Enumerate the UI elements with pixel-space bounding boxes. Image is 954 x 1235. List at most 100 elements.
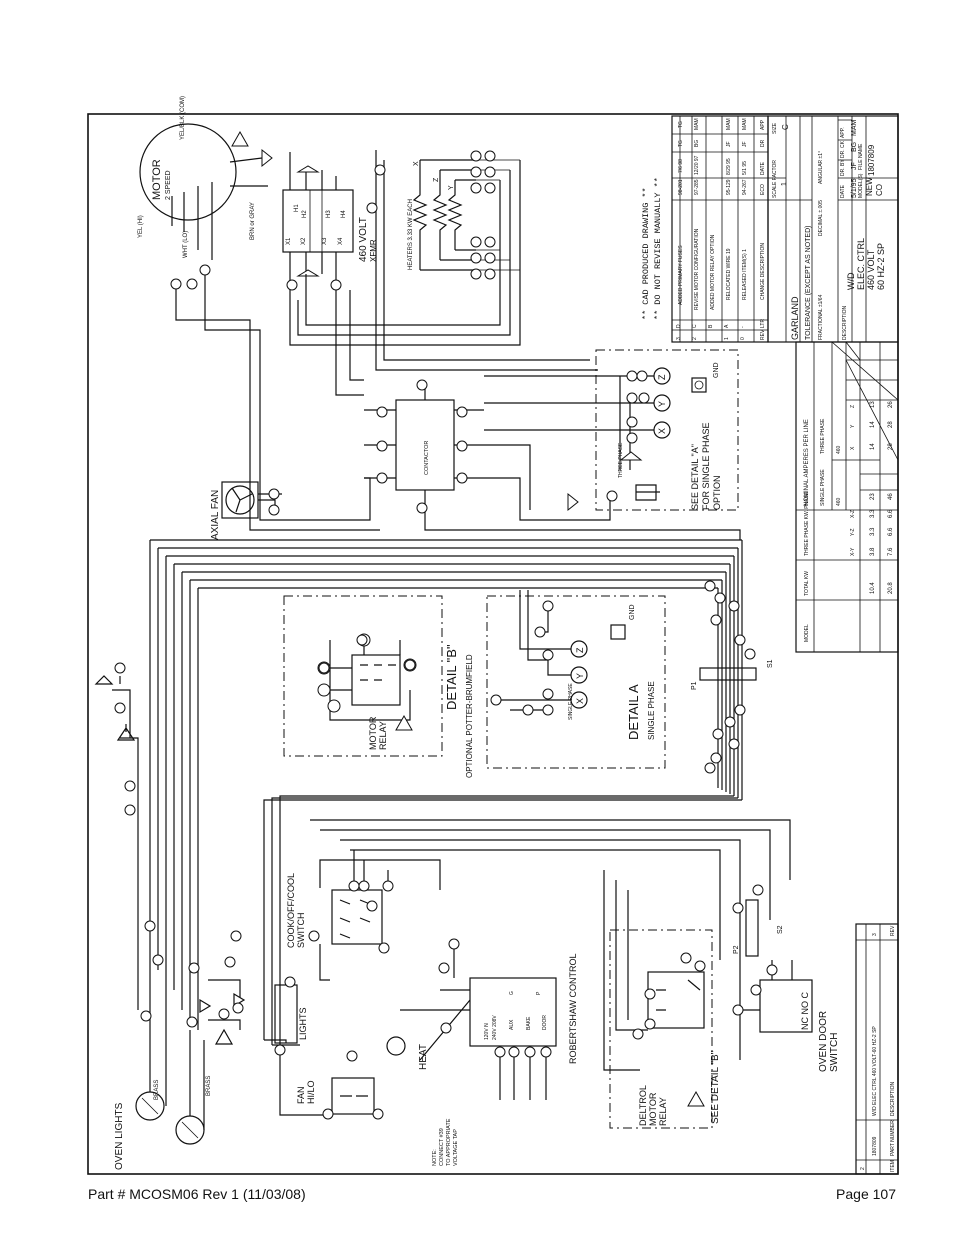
svg-text:DECIMAL ±.005: DECIMAL ±.005 [818, 200, 824, 236]
svg-text:26: 26 [888, 401, 894, 408]
title-desc-3: 460 VOLT [866, 249, 876, 290]
motor-wire-yel-hi: YEL (HI) [138, 215, 144, 238]
svg-text:2: 2 [692, 337, 698, 340]
svg-text:D: D [676, 324, 682, 328]
svg-text:Y: Y [448, 185, 455, 190]
svg-text:DR: DR [760, 139, 766, 147]
svg-text:X: X [657, 428, 667, 434]
detail-a-option-1: SEE DETAIL "A" [690, 444, 700, 510]
svg-text:13: 13 [870, 401, 876, 408]
svg-text:JF: JF [742, 141, 748, 147]
cook-switch-label-2: SWITCH [296, 913, 306, 949]
svg-text:5/1/95: 5/1/95 [851, 178, 858, 198]
oven-lights-label: OVEN LIGHTS [114, 1102, 125, 1170]
detail-b: MOTOR RELAY DETAIL "B" OPTIONAL POTTER-B… [283, 595, 474, 778]
svg-text:ANGULAR ±1°: ANGULAR ±1° [818, 151, 824, 184]
svg-text:DOOR: DOOR [542, 1015, 548, 1030]
amps-table: MODEL TOTAL KW THREE PHASE KW. PHASE NOM… [795, 341, 899, 653]
amps-table-title: NOMINAL AMPERES PER LINE [804, 419, 810, 506]
svg-text:ADDED PRIMARY FUSES: ADDED PRIMARY FUSES [678, 245, 684, 305]
svg-text:X1: X1 [286, 237, 292, 245]
svg-text:6.6: 6.6 [888, 509, 894, 518]
svg-text:DR. CK: DR. CK [840, 140, 846, 158]
svg-text:460: 460 [836, 497, 842, 506]
svg-text:46: 46 [888, 493, 894, 500]
deltrol-label-1: DELTROL [638, 1085, 648, 1126]
svg-text:W/D ELEC CTRL 460 VOLT-60 HZ-2: W/D ELEC CTRL 460 VOLT-60 HZ-2 SP [872, 1026, 878, 1116]
axial-fan-label: AXIAL FAN [210, 490, 221, 540]
deltrol-label-2: MOTOR [648, 1092, 658, 1126]
svg-text:Y: Y [657, 401, 667, 407]
svg-text:DATE: DATE [840, 184, 846, 198]
door-switch-label-2: SWITCH [829, 1033, 840, 1072]
svg-text:10.4: 10.4 [870, 582, 876, 594]
svg-text:3.3: 3.3 [870, 527, 876, 536]
svg-text:SIZE: SIZE [772, 122, 778, 134]
svg-text:Z: Z [657, 374, 667, 380]
svg-text:14: 14 [870, 421, 876, 428]
svg-text:FILE NAME: FILE NAME [858, 143, 864, 170]
svg-text:FRACTIONAL ±1/64: FRACTIONAL ±1/64 [818, 294, 824, 340]
title-block: GARLAND TOLERANCE (EXCEPT AS NOTED) FRAC… [767, 115, 899, 343]
svg-text:TG: TG [678, 140, 684, 147]
robertshaw-label: ROBERTSHAW CONTROL [568, 953, 578, 1064]
svg-text:CONNECT #39: CONNECT #39 [439, 1128, 445, 1166]
svg-text:Z: Z [575, 647, 585, 653]
svg-text:P: P [536, 991, 542, 995]
lights-label: LIGHTS [298, 1007, 308, 1040]
phase-terminal-block: Z Y X GND THREE PHASE SEE DETAIL "A" FOR… [484, 349, 739, 512]
heat-lamp: HEAT [386, 1036, 429, 1070]
svg-text:1807809: 1807809 [872, 1136, 878, 1156]
svg-text:28: 28 [888, 443, 894, 450]
svg-text:X3: X3 [322, 237, 328, 245]
detail-b-title: DETAIL "B" [444, 644, 459, 710]
svg-text:28: 28 [888, 421, 894, 428]
svg-text:DESCRIPTION: DESCRIPTION [890, 1081, 896, 1116]
revision-table: 3 D ADDED PRIMARY FUSES 98-201 7/6 98 TG… [671, 115, 769, 343]
svg-text:C: C [692, 324, 698, 328]
svg-text:0: 0 [740, 337, 746, 340]
motor-wire-yel-blk: YEL/BLK (COM) [180, 96, 186, 140]
oven-door-switch: NC NO C OVEN DOOR SWITCH [740, 960, 840, 1072]
detail-b-relay-1: MOTOR [368, 716, 378, 750]
svg-text:6.6: 6.6 [888, 527, 894, 536]
svg-text:12/20 97: 12/20 97 [694, 155, 700, 175]
svg-text:X4: X4 [338, 237, 344, 245]
svg-text:8/29 95: 8/29 95 [726, 158, 732, 175]
svg-text:SCALE FACTOR: SCALE FACTOR [772, 160, 778, 198]
svg-text:MAM: MAM [851, 120, 858, 137]
robertshaw-control: 120V N 240V 208V AUX BAKE DOOR G P ROBER… [469, 953, 578, 1100]
svg-text:X: X [850, 446, 856, 450]
svg-text:3: 3 [872, 933, 878, 936]
svg-text:APP: APP [760, 119, 766, 130]
svg-text:BG: BG [851, 142, 858, 152]
svg-text:G: G [509, 991, 515, 995]
svg-text:94-267: 94-267 [742, 179, 748, 195]
svg-text:TO APPROPRIATE: TO APPROPRIATE [446, 1118, 452, 1166]
svg-text:SINGLE PHASE: SINGLE PHASE [568, 683, 574, 720]
cook-switch-label-1: COOK/OFF/COOL [286, 873, 296, 948]
svg-text:** CAD PRODUCED DRAWING **: ** CAD PRODUCED DRAWING ** [641, 187, 651, 320]
detail-a: Z Y X GND SINGLE PHASE DETAIL A SINGLE P… [486, 590, 666, 769]
wire-markers [114, 150, 778, 1120]
svg-text:CO: CO [875, 184, 884, 196]
detail-a-subtitle: SINGLE PHASE [647, 681, 656, 740]
svg-text:BG: BG [694, 140, 700, 147]
svg-text:X-Y: X-Y [850, 547, 856, 556]
deltrol-label-3: RELAY [658, 1097, 668, 1126]
svg-text:MAM: MAM [726, 118, 732, 130]
svg-text:X-Z: X-Z [850, 510, 856, 518]
contactor-label: CONTACTOR [424, 441, 430, 475]
svg-text:Z: Z [850, 405, 856, 408]
xfmr-title: 460 VOLT [358, 217, 369, 262]
svg-text:95-129: 95-129 [726, 179, 732, 195]
svg-text:-: - [740, 326, 746, 328]
svg-text:240V 208V: 240V 208V [492, 1015, 498, 1040]
see-detail-b: SEE DETAIL "B" [710, 1050, 721, 1124]
fan-switch-label-2: HI/LO [306, 1080, 316, 1104]
svg-text:THREE PHASE: THREE PHASE [820, 418, 826, 454]
gnd-label: GND [713, 362, 720, 378]
svg-text:ECO: ECO [760, 184, 766, 195]
svg-text:REV: REV [760, 329, 766, 340]
title-desc-4: 60 HZ-2 SP [876, 243, 886, 290]
